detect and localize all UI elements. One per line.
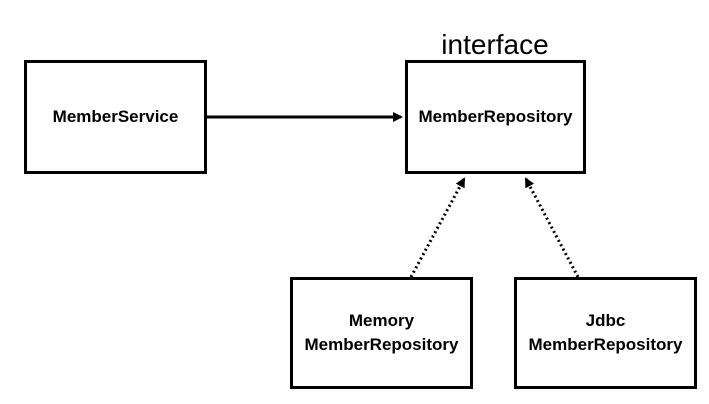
jdbc-member-repository-label-line-2: MemberRepository bbox=[528, 335, 683, 354]
memory-member-repository-label-line-2: MemberRepository bbox=[304, 335, 459, 354]
memory-member-repository-node[interactable]: Memory MemberRepository bbox=[290, 277, 473, 389]
member-repository-label: MemberRepository bbox=[418, 107, 573, 126]
member-service-label: MemberService bbox=[52, 107, 179, 126]
member-service-node[interactable]: MemberService bbox=[24, 60, 207, 174]
memory-member-repository-label-line-1: Memory bbox=[348, 311, 415, 330]
member-repository-label-group: MemberRepository bbox=[419, 105, 573, 129]
member-service-label-group: MemberService bbox=[53, 105, 179, 129]
interface-stereotype-label: interface bbox=[441, 29, 549, 60]
memory-implements-edge bbox=[409, 177, 466, 278]
memory-member-repository-label-group: Memory MemberRepository bbox=[305, 309, 459, 357]
jdbc-member-repository-label-group: Jdbc MemberRepository bbox=[529, 309, 683, 357]
jdbc-member-repository-node[interactable]: Jdbc MemberRepository bbox=[514, 277, 697, 389]
member-repository-node[interactable]: MemberRepository bbox=[405, 60, 586, 174]
jdbc-implements-edge bbox=[524, 177, 580, 278]
jdbc-member-repository-label-line-1: Jdbc bbox=[585, 311, 626, 330]
